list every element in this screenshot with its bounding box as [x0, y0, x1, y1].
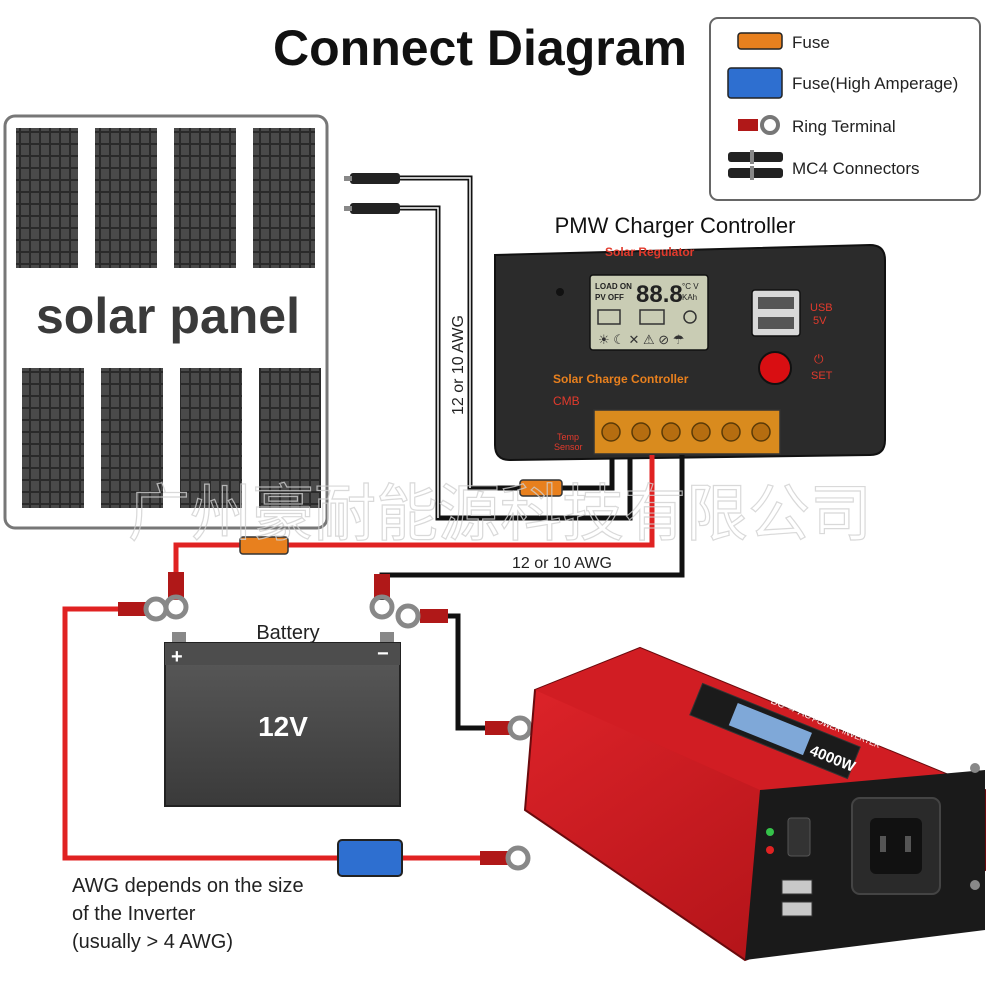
power-inverter: 4000W DC → AC POWER INVERTER	[523, 646, 986, 962]
controller-model: CMB	[553, 394, 580, 408]
lcd-unit-2: KAh	[682, 293, 697, 302]
legend-high-amperage-fuse: Fuse(High Amperage)	[727, 67, 958, 99]
inverter-power-switch[interactable]	[787, 817, 811, 857]
inverter-wires	[62, 606, 485, 861]
battery-minus: −	[377, 643, 389, 665]
battery-voltage: 12V	[258, 711, 308, 742]
solar-panel-label: solar panel	[36, 288, 300, 344]
inverter-usb-2[interactable]	[781, 901, 813, 917]
battery: Battery + − 12V	[164, 622, 401, 807]
legend-fuse: Fuse	[737, 32, 830, 52]
controller-lcd	[589, 274, 709, 351]
legend-fuse-label: Fuse	[792, 33, 830, 52]
controller-name: Solar Charge Controller	[553, 372, 689, 386]
lcd-unit-1: °C V	[682, 282, 699, 291]
diagram-title: Connect Diagram	[273, 20, 687, 76]
temp-sensor-label-2: Sensor	[554, 442, 583, 452]
solar-panel: solar panel	[3, 114, 329, 530]
temp-sensor-label-1: Temp	[557, 432, 579, 442]
mc4-connector-icon	[728, 150, 783, 180]
watermark: 广州豪耐能源科技有限公司	[128, 480, 872, 549]
lcd-pv-status: PV OFF	[595, 293, 624, 302]
lcd-digits: 88.8	[636, 281, 683, 308]
inverter-socket	[870, 818, 922, 874]
battery-wire-awg-label: 12 or 10 AWG	[512, 555, 612, 572]
usb-volt-label: 5V	[813, 315, 827, 327]
inverter-red-led	[766, 846, 774, 854]
lcd-load-status: LOAD ON	[595, 282, 632, 291]
power-icon: ⏻	[814, 352, 824, 366]
battery-fuse	[239, 536, 289, 555]
usb-ports	[751, 289, 801, 337]
legend-ring-terminal-label: Ring Terminal	[792, 117, 896, 136]
controller-terminal-block	[593, 409, 781, 455]
usb-label: USB	[810, 302, 833, 314]
fuse-icon	[737, 32, 783, 50]
pv-wire-awg-label: 12 or 10 AWG	[450, 315, 467, 415]
controller-brand: Solar Regulator	[605, 245, 695, 259]
legend-ring-terminal: Ring Terminal	[738, 115, 896, 136]
note-line-2: of the Inverter	[72, 903, 196, 925]
inverter-usb-1[interactable]	[781, 879, 813, 895]
inverter-green-led	[766, 828, 774, 836]
legend-mc4: MC4 Connectors	[728, 150, 920, 180]
note-line-3: (usually > 4 AWG)	[72, 931, 233, 953]
legend-mc4-label: MC4 Connectors	[792, 159, 920, 178]
high-amperage-fuse-icon	[727, 67, 783, 99]
inverter-ring-terminals	[480, 715, 533, 871]
note-line-1: AWG depends on the size	[72, 875, 304, 897]
pv-wires	[400, 175, 633, 521]
panel-mc4-connectors	[344, 173, 400, 214]
battery-plus: +	[171, 646, 183, 668]
set-label: SET	[811, 370, 833, 382]
controller-status-led	[556, 288, 564, 296]
legend: Fuse Fuse(High Amperage) Ring Terminal M…	[709, 17, 981, 201]
high-amperage-fuse	[337, 839, 403, 877]
ring-terminal-icon	[738, 115, 780, 135]
charge-controller: PMW Charger Controller Solar Regulator L…	[494, 213, 886, 462]
battery-ring-terminals	[118, 572, 448, 629]
lcd-icons-row: ☀ ☾ ✕ ⚠ ⊘ ☂	[598, 332, 685, 347]
pv-fuse	[519, 479, 563, 497]
legend-high-amperage-label: Fuse(High Amperage)	[792, 74, 958, 93]
set-button[interactable]	[758, 351, 792, 385]
battery-label: Battery	[256, 622, 319, 644]
controller-heading: PMW Charger Controller	[555, 213, 796, 238]
